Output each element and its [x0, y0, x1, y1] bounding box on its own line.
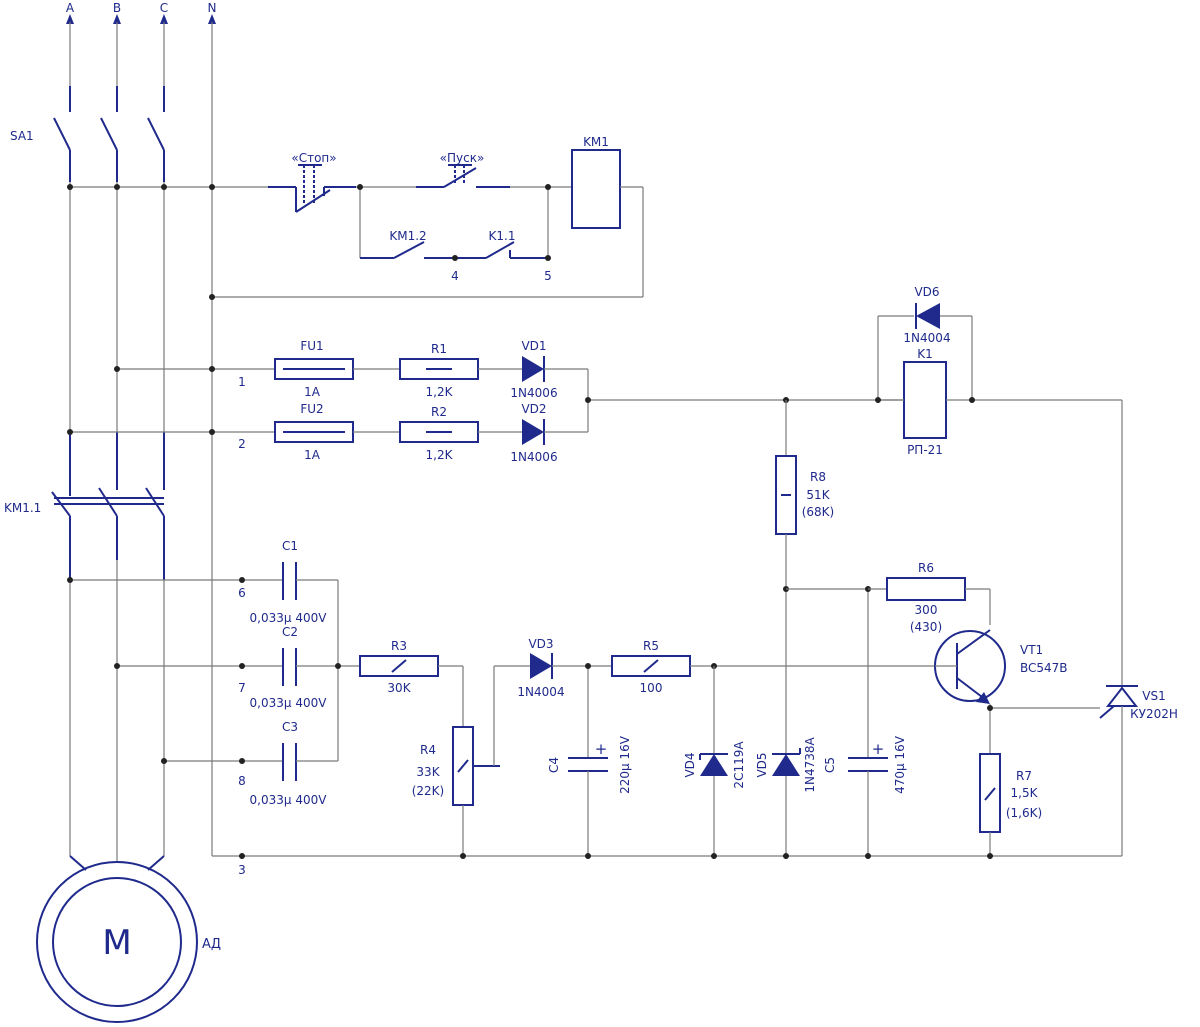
fu1-ref: FU1	[300, 339, 323, 353]
start-button-label: «Пуск»	[440, 151, 485, 165]
thyristor-vs1	[1099, 400, 1139, 856]
vs1-value: КУ202Н	[1130, 707, 1178, 721]
r7-ref: R7	[1016, 769, 1032, 783]
r2-value: 1,2K	[426, 448, 454, 462]
vd3-value: 1N4004	[517, 685, 564, 699]
c3-value: 0,033µ 400V	[250, 793, 328, 807]
phase-buses	[51, 14, 216, 871]
node-5-label: 5	[544, 269, 552, 283]
vs1-ref: VS1	[1142, 689, 1165, 703]
control-circuit	[67, 149, 644, 300]
c4-plus: +	[595, 740, 608, 758]
phase-a-label: A	[66, 1, 75, 15]
capacitor-bank	[67, 562, 360, 781]
r4-value: 33K	[416, 765, 440, 779]
vd2-value: 1N4006	[510, 450, 557, 464]
vd1-value: 1N4006	[510, 386, 557, 400]
fu2-ref: FU2	[300, 402, 323, 416]
r4-alt: (22K)	[412, 784, 445, 798]
vd6-ref: VD6	[914, 285, 939, 299]
supply-branch	[67, 356, 904, 445]
r8	[775, 400, 797, 856]
r7-value: 1,5K	[1011, 786, 1039, 800]
r8-value: 51K	[806, 488, 830, 502]
r1-ref: R1	[431, 342, 447, 356]
c4-ref: C4	[547, 757, 561, 773]
motor-symbol: M	[102, 923, 131, 963]
vd2-ref: VD2	[521, 402, 546, 416]
vd3-ref: VD3	[528, 637, 553, 651]
c2-ref: C2	[282, 625, 298, 639]
c3-ref: C3	[282, 720, 298, 734]
phase-b-label: B	[113, 1, 121, 15]
vd1-ref: VD1	[521, 339, 546, 353]
motor: M	[36, 861, 198, 1023]
vd4-value: 2C119A	[732, 741, 746, 789]
vd4-ref: VD4	[683, 752, 697, 777]
node-4-label: 4	[451, 269, 459, 283]
r3-ref: R3	[391, 639, 407, 653]
contactor-coil-label: KM1	[583, 135, 609, 149]
r3-r4	[359, 655, 530, 856]
common-return	[212, 853, 1122, 859]
zener-stabilizer	[699, 586, 888, 856]
relay-k1	[783, 303, 1122, 439]
vd5-ref: VD5	[755, 752, 769, 777]
node-1-label: 1	[238, 375, 246, 389]
neutral-label: N	[208, 1, 217, 15]
r8-ref: R8	[810, 470, 826, 484]
phase-c-label: C	[160, 1, 168, 15]
node-2-label: 2	[238, 437, 246, 451]
c5-value: 470µ 16V	[893, 735, 907, 794]
node-7-label: 7	[238, 681, 246, 695]
vd6-value: 1N4004	[903, 331, 950, 345]
switch-label: SA1	[10, 129, 34, 143]
stop-button-label: «Стоп»	[291, 151, 336, 165]
node-8-label: 8	[238, 774, 246, 788]
vt1-value: BC547B	[1020, 661, 1068, 675]
relay-ref: K1	[917, 347, 933, 361]
rectifier-filter	[530, 653, 935, 856]
c5-plus: +	[872, 740, 885, 758]
fu1-value: 1A	[304, 385, 321, 399]
c5-ref: C5	[823, 757, 837, 773]
r1-value: 1,2K	[426, 385, 454, 399]
c4-value: 220µ 16V	[618, 735, 632, 794]
node-6-label: 6	[238, 586, 246, 600]
c1-value: 0,033µ 400V	[250, 611, 328, 625]
r6-alt: (430)	[910, 620, 942, 634]
r5-value: 100	[640, 681, 663, 695]
fu2-value: 1A	[304, 448, 321, 462]
c1-ref: C1	[282, 539, 298, 553]
transistor-stage	[868, 577, 1100, 856]
r6-ref: R6	[918, 561, 934, 575]
c2-value: 0,033µ 400V	[250, 696, 328, 710]
node-3-label: 3	[238, 863, 246, 877]
relay-contact-label: K1.1	[489, 229, 516, 243]
r6-value: 300	[915, 603, 938, 617]
vd5-value: 1N4738A	[803, 737, 817, 793]
r2-ref: R2	[431, 405, 447, 419]
vt1-ref: VT1	[1020, 643, 1043, 657]
r3-value: 30K	[387, 681, 411, 695]
hold-contact-label: KM1.2	[389, 229, 426, 243]
r4-ref: R4	[420, 743, 436, 757]
r5-ref: R5	[643, 639, 659, 653]
r7-alt: (1,6K)	[1006, 806, 1042, 820]
r8-alt: (68K)	[802, 505, 835, 519]
relay-value: РП-21	[907, 443, 943, 457]
motor-label: АД	[202, 937, 221, 952]
contactor-main-label: KM1.1	[4, 501, 41, 515]
